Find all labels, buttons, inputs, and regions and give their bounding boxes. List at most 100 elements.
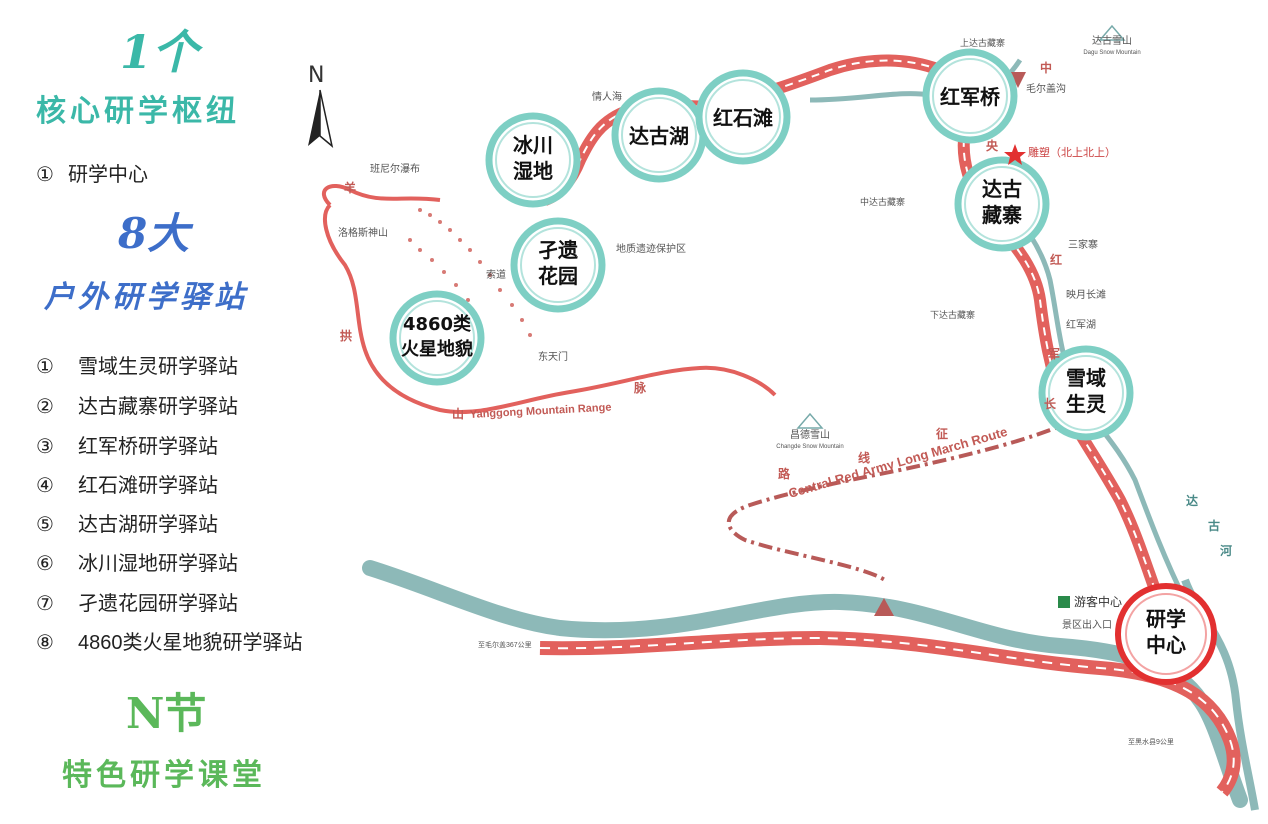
item-num: ③ [36,436,54,458]
snow-mountain-icon [796,412,824,429]
item-num: ⑦ [36,593,54,615]
station-label-line2: 火星地貌 [401,338,473,360]
snow-mountain-icon [1098,24,1126,41]
visitor-center-icon [1058,596,1070,608]
route-char: 脉 [633,380,647,395]
station-list-item: ③ 红军桥研学驿站 [36,430,218,459]
item-label: 达古藏寨研学驿站 [78,396,238,418]
place-label: 游客中心 [1074,594,1122,609]
place-label: 景区出入口 [1062,618,1112,631]
mountain-triangle-icon [874,598,894,616]
route-char: 山 [452,406,464,421]
place-label: 情人海 [592,90,622,103]
place-label: 毛尔盖沟 [1026,82,1066,95]
route-char: 中 [1040,60,1052,75]
route-char: 羊 [344,180,356,195]
hub-item-label: 研学中心 [68,164,148,186]
item-label: 雪域生灵研学驿站 [78,356,238,378]
item-num: ① [36,356,54,378]
route-char: 央 [986,138,999,153]
route-char: 长 [1044,396,1057,411]
item-num: ④ [36,475,54,497]
place-label: 洛格斯神山 [338,226,388,239]
station-mars[interactable]: 4860类 火星地貌 [389,290,485,386]
station-count: 8大 [118,209,190,258]
item-label: 达古湖研学驿站 [78,514,218,536]
item-num: ⑧ [36,632,54,654]
item-num: ② [36,396,54,418]
station-label: 红军桥 [940,85,1001,109]
route-char: 军 [1048,346,1060,361]
place-label: 红军湖 [1066,318,1096,331]
station-hongshitan[interactable]: 红石滩 [695,69,791,165]
route-char: 拱 [340,328,352,343]
station-label-line1: 冰川 [513,133,553,157]
station-xueyu[interactable]: 雪域 生灵 [1038,345,1134,441]
route-char: 河 [1219,543,1232,558]
station-list-item: ⑦ 孑遗花园研学驿站 [36,587,238,616]
route-char: 达 [1186,493,1198,508]
place-label: 三家寨 [1068,238,1098,251]
hub-count: 1个 [120,25,199,79]
north-arrow-icon: N [308,63,334,148]
north-label: N [308,63,324,88]
route-char: 征 [936,426,948,441]
place-label: 索道 [486,268,506,281]
hub-title: 核心研学枢纽 [36,94,240,129]
place-label: 下达古藏寨 [930,309,975,320]
place-label: 达古雪山 [1092,34,1132,47]
item-label: 红军桥研学驿站 [78,436,218,458]
station-label-line1: 雪域 [1066,366,1106,390]
main-road-centerline [539,636,1235,793]
item-label: 冰川湿地研学驿站 [78,553,238,575]
station-label-line1: 孑遗 [538,238,578,262]
trail-network [408,208,532,337]
station-label-line2: 藏寨 [982,203,1022,227]
station-list-item: ② 达古藏寨研学驿站 [36,390,238,419]
station-label-line2: 中心 [1146,633,1186,657]
station-label-line2: 花园 [538,264,578,288]
place-label-en: Dagu Snow Mountain [1083,50,1140,56]
place-label: 地质遗迹保护区 [616,242,686,255]
hub-item: ① 研学中心 [36,158,148,187]
long-march-route [726,418,1076,582]
mountain-ridge-line [321,184,777,414]
place-label: 昌德雪山 [790,428,830,441]
station-label-line1: 研学 [1146,607,1186,631]
place-label: 至黑水县9公里 [1128,737,1174,746]
class-count: N节 [126,689,207,738]
place-label: 上达古藏寨 [960,37,1005,48]
item-num: ⑤ [36,514,54,536]
place-label: 映月长滩 [1066,288,1106,301]
mountain-range-label: Yanggong Mountain Range [470,402,612,421]
station-label-line1: 4860类 [403,313,472,335]
item-num: ⑥ [36,553,54,575]
station-label-line2: 生灵 [1066,392,1107,416]
station-dagu-lake[interactable]: 达古湖 [611,87,707,183]
place-label: 东天门 [538,350,568,363]
station-label: 红石滩 [713,106,773,130]
station-dagu-village[interactable]: 达古 藏寨 [954,156,1050,252]
place-label: 班尼尔瀑布 [370,162,420,175]
item-label: 孑遗花园研学驿站 [78,593,238,615]
route-char: 路 [778,466,791,481]
place-label: 中达古藏寨 [860,196,905,207]
station-bingchuan[interactable]: 冰川 湿地 [485,112,581,208]
place-label: 雕塑（北上北上） [1028,145,1116,159]
route-char: 古 [1208,518,1220,533]
station-list-item: ⑤ 达古湖研学驿站 [36,508,218,537]
direction-arrow-icon [1010,72,1026,88]
station-jieyi[interactable]: 孑遗 花园 [510,217,606,313]
place-label: 至毛尔盖367公里 [478,640,532,649]
statue-star-icon [1004,144,1026,165]
station-list-item: ⑥ 冰川湿地研学驿站 [36,547,238,576]
station-center[interactable]: 研学 中心 [1115,583,1217,685]
place-label-en: Changde Snow Mountain [776,444,843,450]
station-label-line2: 湿地 [513,159,553,183]
station-label-line1: 达古 [982,177,1022,201]
station-hongjunqiao[interactable]: 红军桥 [922,48,1018,144]
hub-item-num: ① [36,164,54,186]
